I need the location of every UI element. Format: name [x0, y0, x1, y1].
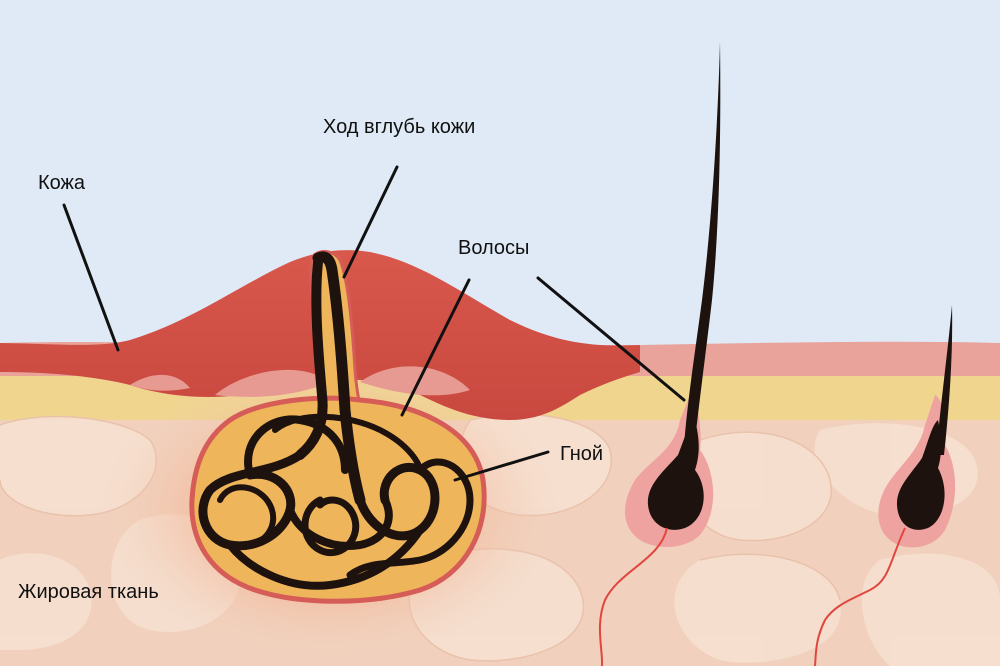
label-hair: Волосы — [458, 237, 530, 259]
leader-lines — [62, 165, 686, 482]
leader-line-hair-follicle — [536, 276, 686, 402]
label-fat-tissue: Жировая ткань — [18, 581, 159, 603]
hair-follicle-1 — [598, 42, 721, 666]
hair-follicle-2 — [814, 305, 956, 666]
leader-line-skin — [62, 203, 120, 352]
leader-line-pus — [453, 450, 550, 482]
leader-line-tunnel — [342, 165, 399, 279]
tangled-hairs — [198, 251, 474, 590]
label-pus: Гной — [560, 443, 604, 465]
label-skin: Кожа — [38, 172, 86, 194]
leader-line-hair-cyst — [400, 278, 471, 417]
label-tunnel: Ход вглубь кожи — [323, 116, 476, 138]
skin-folds — [130, 366, 470, 397]
